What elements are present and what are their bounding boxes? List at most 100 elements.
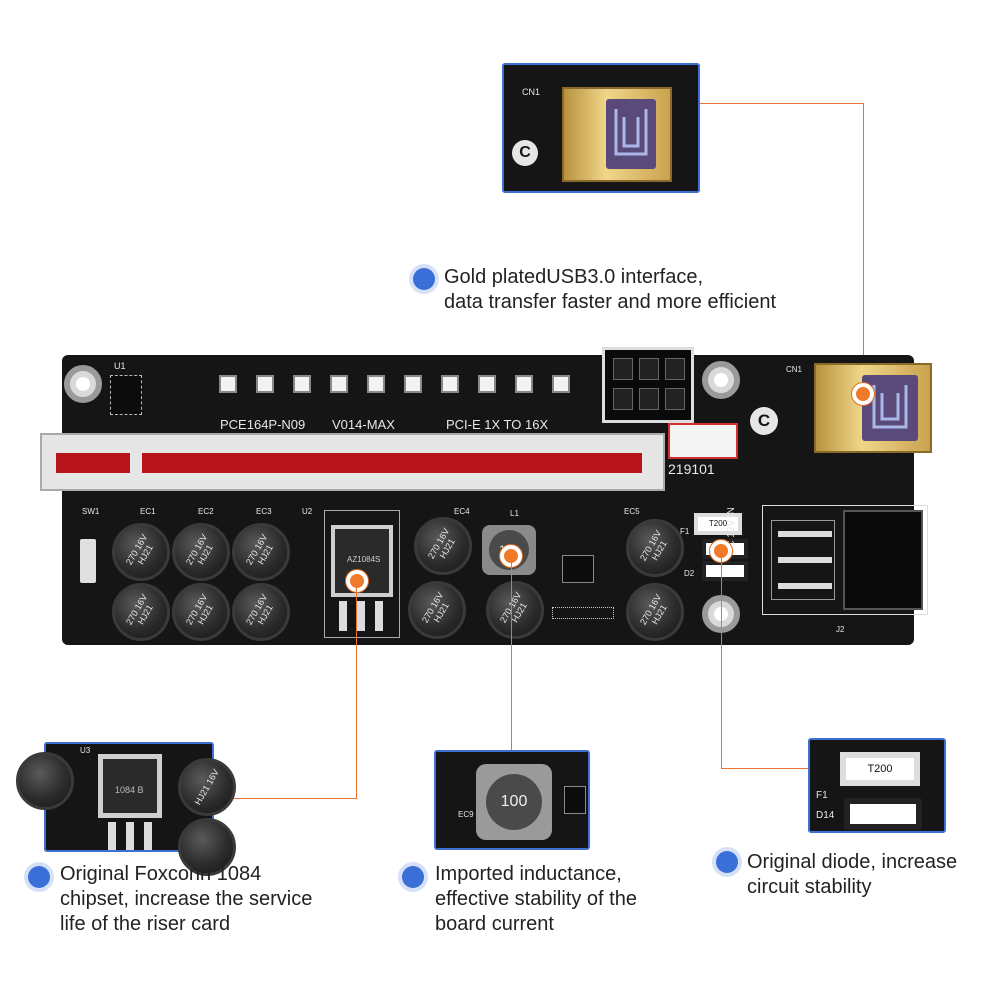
capacitor-ec7: 270 16V HJ21 bbox=[172, 583, 230, 641]
inductance-feature-text: Imported inductance, effective stability… bbox=[435, 862, 637, 937]
led-6 bbox=[404, 375, 422, 393]
pointer-chipset bbox=[346, 570, 368, 592]
mounting-hole-left bbox=[64, 365, 102, 403]
usb-feature-line2: data transfer faster and more efficient bbox=[444, 291, 777, 313]
chipset-feature-text: Original Foxconn 1084 chipset, increase … bbox=[60, 862, 312, 937]
led-8 bbox=[478, 375, 496, 393]
led-2 bbox=[256, 375, 274, 393]
led-4 bbox=[330, 375, 348, 393]
usb-callout-image: CN1 C bbox=[502, 63, 700, 193]
capacitor-ec3: 270 16V HJ21 bbox=[232, 523, 290, 581]
capacitor-ec2: 270 16V HJ21 bbox=[172, 523, 230, 581]
chipset-callout-image: U3 1084 B HJ21 16V bbox=[16, 742, 236, 876]
usb-callout-silk: CN1 bbox=[522, 87, 541, 97]
mounting-hole-mid bbox=[702, 361, 740, 399]
capacitor-ec6: 270 16V HJ21 bbox=[112, 583, 170, 641]
usb-bullet-dot bbox=[413, 268, 435, 290]
silk-serial: 219101 bbox=[668, 461, 715, 477]
board-usb-contacts-icon bbox=[872, 385, 908, 429]
chipset-silk-u3: U3 bbox=[80, 746, 91, 755]
inductance-connector-line bbox=[511, 556, 512, 752]
pcie-16x-slot bbox=[40, 433, 665, 491]
slot-latch bbox=[668, 423, 738, 459]
led-10 bbox=[552, 375, 570, 393]
usb-feature-line1: Gold platedUSB3.0 interface, bbox=[444, 266, 704, 288]
silk-ec4: EC4 bbox=[454, 507, 470, 516]
usb-connector-line-v bbox=[863, 103, 864, 393]
chipset-chip-text: 1084 B bbox=[115, 785, 144, 795]
inductance-feature-line3: board current bbox=[435, 913, 554, 935]
silk-cn1: CN1 bbox=[786, 365, 803, 374]
chipset-cap-right-bottom bbox=[178, 818, 236, 876]
usb-feature-text: Gold platedUSB3.0 interface, data transf… bbox=[444, 265, 776, 315]
regulator-text: AZ1084S bbox=[347, 555, 381, 564]
silk-ec3: EC3 bbox=[256, 507, 272, 516]
chipset-feature-line3: life of the riser card bbox=[60, 913, 231, 935]
diode-callout-image: T200 F1 D14 bbox=[808, 738, 946, 833]
diode-feature-text: Original diode, increase circuit stabili… bbox=[747, 850, 957, 900]
capacitor-ec9: 270 16V HJ21 bbox=[408, 581, 466, 639]
capacitor-ec10: 270 16V HJ21 bbox=[486, 581, 544, 639]
ce-mark-icon: C bbox=[512, 140, 538, 166]
chipset-cap-right-top: HJ21 16V bbox=[178, 758, 236, 816]
inductance-callout-label: 100 bbox=[486, 774, 542, 830]
chip-u1 bbox=[110, 375, 142, 415]
pointer-usb bbox=[852, 383, 874, 405]
inductance-feature-line1: Imported inductance, bbox=[435, 863, 622, 885]
inductance-silk: EC9 bbox=[458, 810, 474, 819]
inductance-bullet-dot bbox=[402, 866, 424, 888]
silk-pcie: PCI-E 1X TO 16X bbox=[446, 417, 549, 432]
silk-model: PCE164P-N09 bbox=[220, 417, 306, 432]
fuse-label: T200 bbox=[708, 519, 728, 528]
capacitor-ec1: 270 16V HJ21 bbox=[112, 523, 170, 581]
riser-board: U1 PCE164P-N09 V014-MAX PCI-E 1X TO 16X … bbox=[40, 347, 932, 645]
silk-ec2: EC2 bbox=[198, 507, 214, 516]
diode-callout-fuse: T200 bbox=[840, 752, 920, 786]
usb-connector-line-h bbox=[700, 103, 864, 104]
ce-mark-board-icon: C bbox=[750, 407, 778, 435]
chipset-connector-line-v bbox=[356, 582, 357, 799]
usb-port-gold bbox=[562, 87, 672, 182]
silk-version: V014-MAX bbox=[332, 417, 395, 432]
usb-contacts-icon bbox=[614, 109, 648, 156]
diode-d2-bottom bbox=[702, 561, 748, 581]
chipset-bullet-dot bbox=[28, 866, 50, 888]
power-connector bbox=[762, 505, 928, 615]
usb-port-inner bbox=[606, 99, 656, 169]
led-3 bbox=[293, 375, 311, 393]
inductance-feature-line2: effective stability of the bbox=[435, 888, 637, 910]
silk-f1: F1 bbox=[680, 527, 690, 536]
led-1 bbox=[219, 375, 237, 393]
led-5 bbox=[367, 375, 385, 393]
board-usb-port[interactable] bbox=[814, 363, 932, 453]
chipset-cap-left bbox=[16, 752, 74, 810]
silk-u2: U2 bbox=[302, 507, 313, 516]
silk-ec1: EC1 bbox=[140, 507, 156, 516]
diode-connector-line-h bbox=[721, 768, 809, 769]
six-pin-connector bbox=[602, 347, 694, 423]
pcie-slot-red-long bbox=[142, 453, 642, 473]
switch-button[interactable] bbox=[80, 539, 96, 583]
diode-feature-line2: circuit stability bbox=[747, 876, 872, 898]
silk-u1: U1 bbox=[114, 361, 126, 371]
silk-j2: J2 bbox=[836, 625, 845, 634]
pcie-slot-red-short bbox=[56, 453, 130, 473]
silk-l1: L1 bbox=[510, 509, 519, 518]
small-ic bbox=[562, 555, 594, 583]
chipset-connector-line-h bbox=[213, 798, 357, 799]
silk-d2: D2 bbox=[684, 569, 695, 578]
capacitor-ec11: 270 16V HJ21 bbox=[626, 583, 684, 641]
inductance-callout-image: EC9 100 bbox=[434, 750, 590, 850]
silk-ec5: EC5 bbox=[624, 507, 640, 516]
capacitor-ec5: 270 16V HJ21 bbox=[626, 519, 684, 577]
led-9 bbox=[515, 375, 533, 393]
fuse: T200 bbox=[694, 513, 742, 535]
chipset-feature-line2: chipset, increase the service bbox=[60, 888, 313, 910]
capacitor-ec8: 270 16V HJ21 bbox=[232, 583, 290, 641]
diode-callout-f1: F1 bbox=[816, 790, 828, 801]
led-7 bbox=[441, 375, 459, 393]
diode-bullet-dot bbox=[716, 851, 738, 873]
diode-callout-d14: D14 bbox=[816, 810, 835, 821]
diode-feature-line1: Original diode, increase bbox=[747, 851, 958, 873]
header-pads bbox=[552, 607, 614, 619]
